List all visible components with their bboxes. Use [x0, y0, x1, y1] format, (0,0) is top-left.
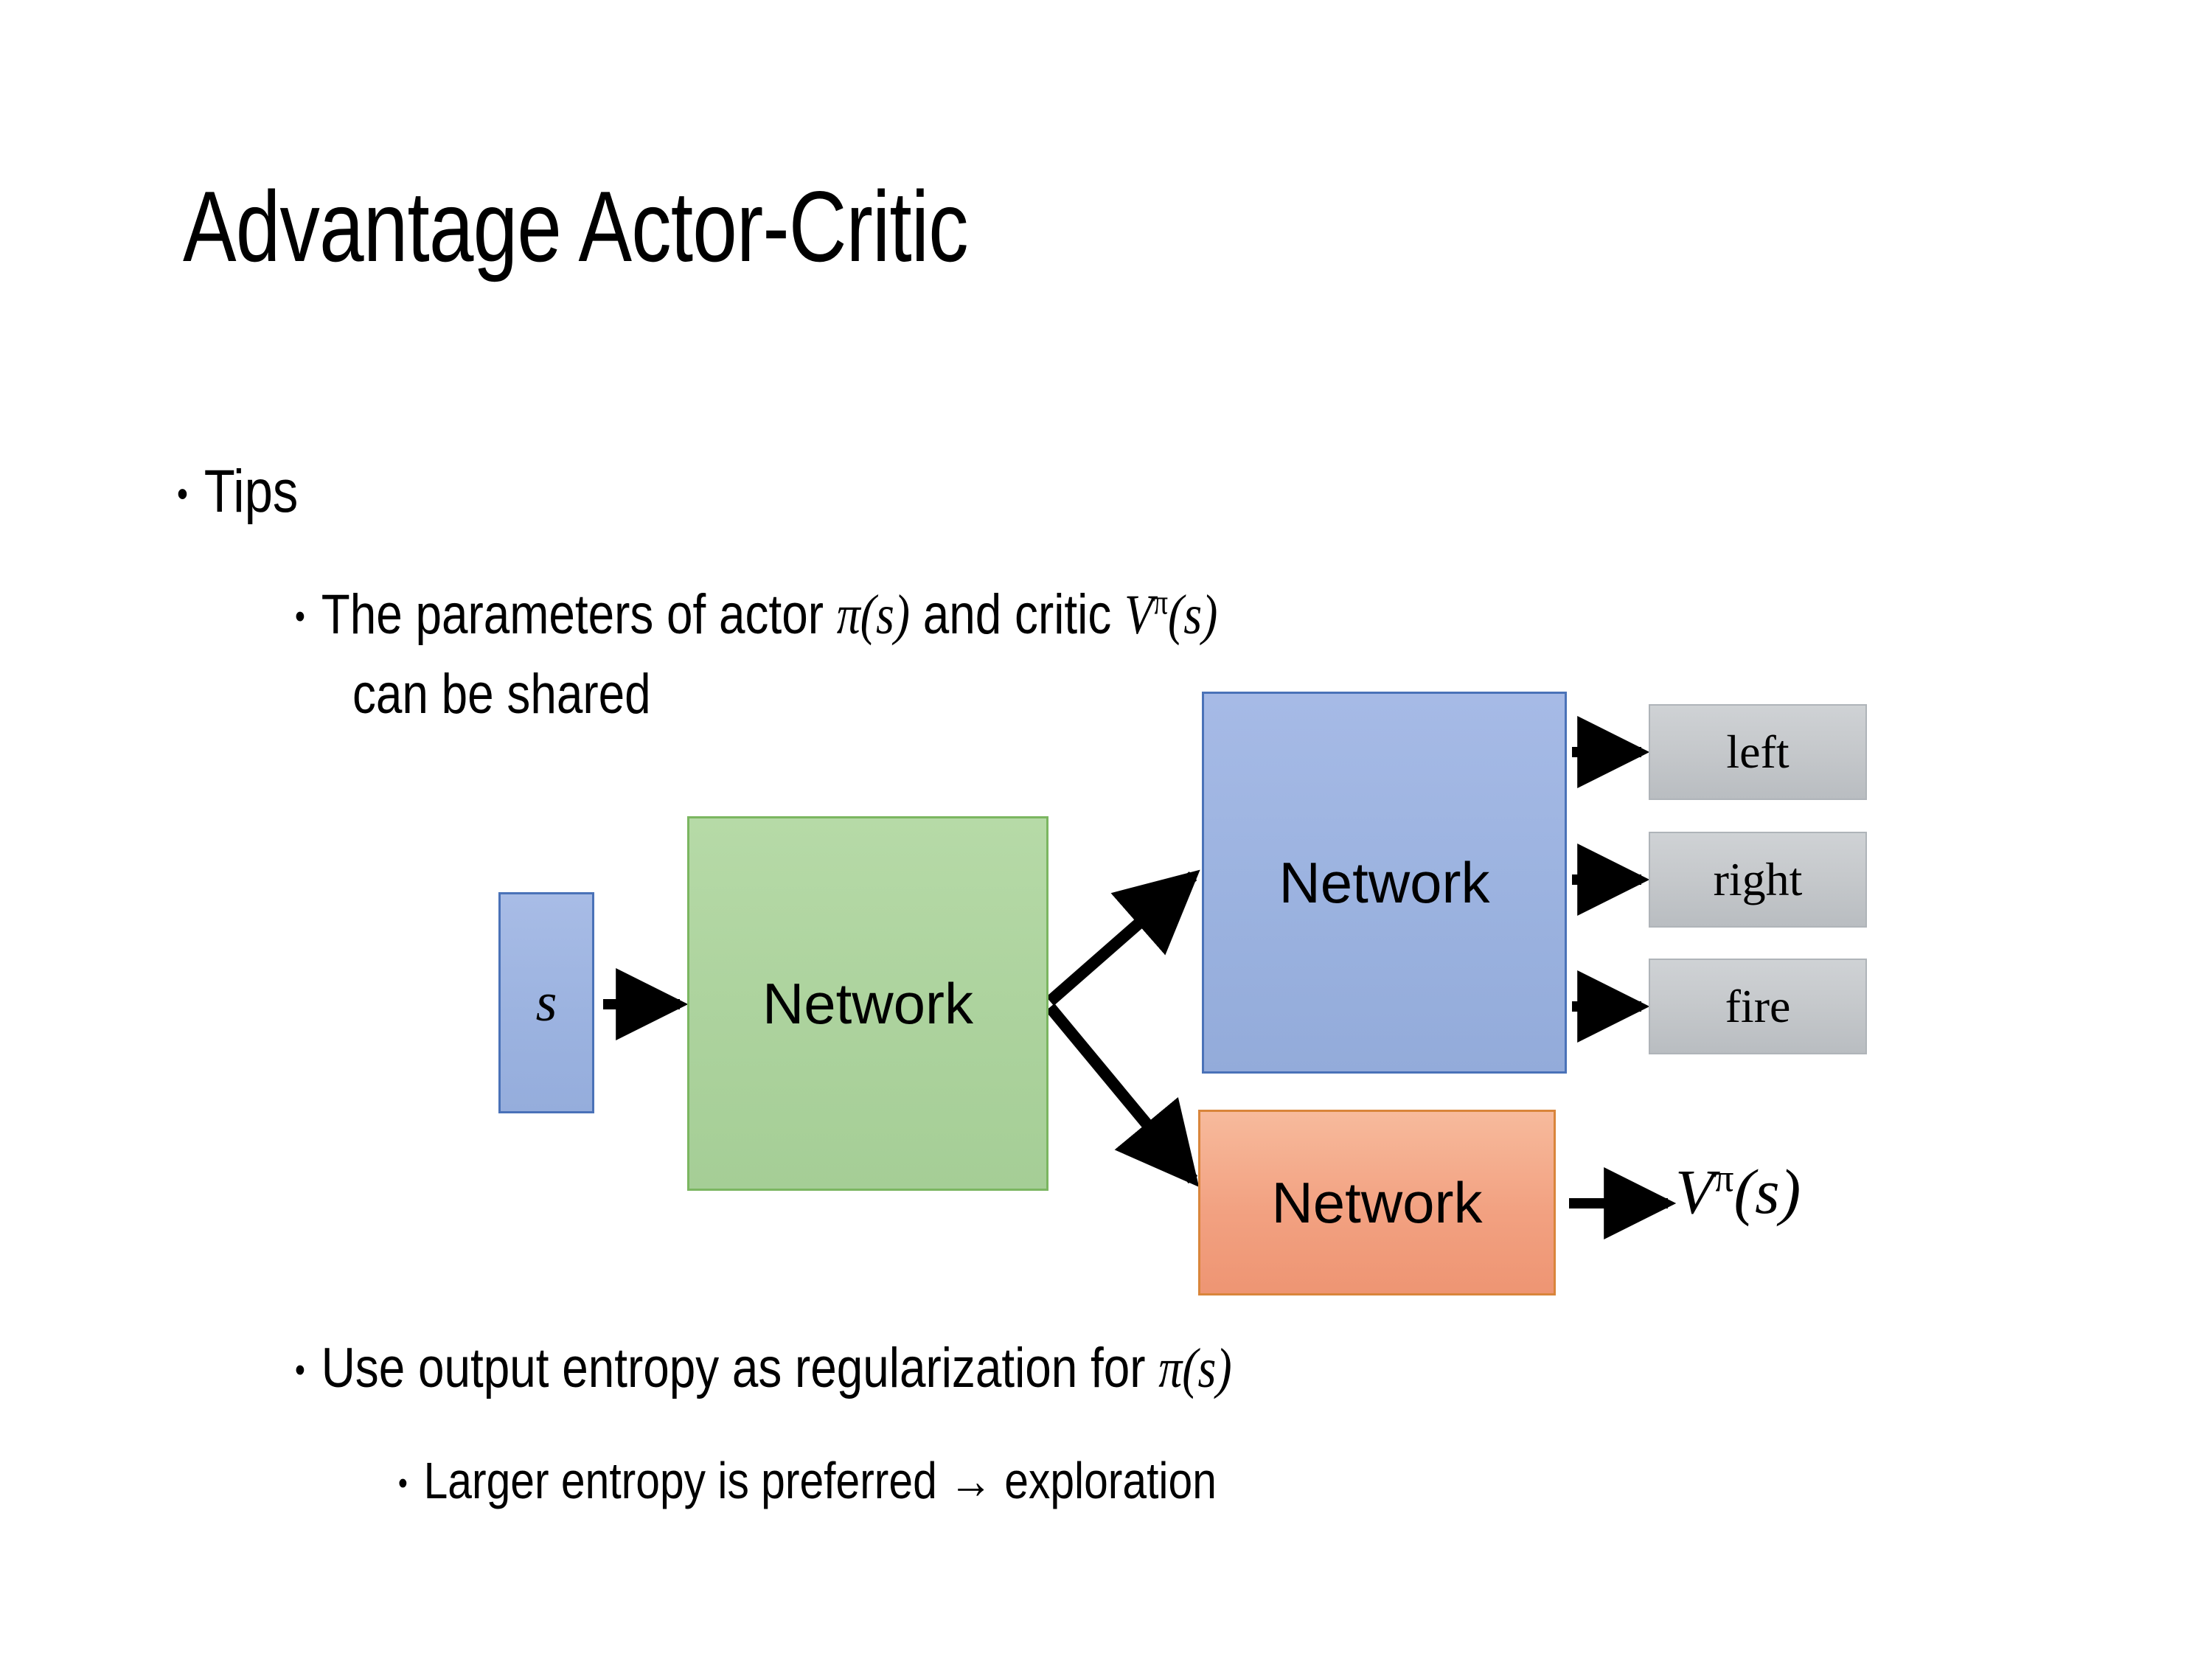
bullet-glyph-icon: •: [295, 597, 305, 636]
arrow-shared-to-actor: [1046, 869, 1200, 1006]
state-input-label: s: [535, 972, 557, 1033]
text-use-output-entropy: Use output entropy as regularization for: [321, 1337, 1159, 1399]
state-input-box[interactable]: s: [498, 892, 594, 1113]
bullet-entropy-text: Use output entropy as regularization for…: [321, 1336, 1232, 1401]
bullet-tips-label: Tips: [204, 458, 299, 525]
text-the-parameters-of-actor: The parameters of actor: [321, 583, 837, 646]
arrow-shared-to-critic: [1045, 1003, 1200, 1187]
action-output-right-label: right: [1713, 853, 1803, 905]
math-pi-argument: (s): [860, 584, 911, 646]
math-v-argument: (s): [1167, 584, 1218, 646]
math-pi-argument: (s): [1182, 1338, 1232, 1399]
math-pi-symbol: π: [1158, 1338, 1183, 1399]
bullet-glyph-icon: •: [295, 1350, 305, 1390]
bullet-shared-params-text: The parameters of actor π(s) and critic …: [321, 582, 1218, 647]
page-title: Advantage Actor-Critic: [183, 170, 969, 282]
bullet-entropy-regularization: • Use output entropy as regularization f…: [295, 1336, 1232, 1401]
bullet-glyph-icon: •: [398, 1465, 408, 1501]
bullet-glyph-icon: •: [177, 472, 188, 515]
bullet-larger-entropy-label: Larger entropy is preferred → exploratio…: [423, 1452, 1217, 1509]
bullet-shared-params-line2: can be shared: [352, 662, 651, 726]
text-and-critic: and critic: [910, 583, 1124, 646]
action-output-left[interactable]: left: [1649, 704, 1867, 800]
bullet-can-be-shared-label: can be shared: [352, 663, 651, 726]
critic-network-label: Network: [1271, 1169, 1483, 1235]
shared-network-box[interactable]: Network: [687, 816, 1048, 1191]
actor-network-label: Network: [1279, 849, 1490, 915]
bullet-shared-params-line1: • The parameters of actor π(s) and criti…: [295, 582, 1217, 647]
math-v-symbol: V: [1124, 584, 1153, 646]
bullet-tips: • Tips: [177, 457, 298, 526]
actor-network-box[interactable]: Network: [1202, 692, 1567, 1074]
shared-network-label: Network: [762, 970, 974, 1036]
action-output-left-label: left: [1726, 726, 1790, 778]
critic-network-box[interactable]: Network: [1198, 1110, 1556, 1295]
bullet-larger-entropy: • Larger entropy is preferred → explorat…: [398, 1451, 1217, 1510]
action-output-right[interactable]: right: [1649, 832, 1867, 928]
critic-value-symbol: V: [1675, 1156, 1714, 1227]
critic-value-superscript-pi: π: [1714, 1155, 1734, 1200]
critic-value-output: Vπ(s): [1675, 1155, 1801, 1228]
critic-value-argument: (s): [1733, 1156, 1801, 1227]
math-pi-symbol: π: [836, 584, 860, 646]
action-output-fire-label: fire: [1725, 980, 1791, 1032]
math-v-superscript-pi: π: [1152, 583, 1168, 622]
action-output-fire[interactable]: fire: [1649, 959, 1867, 1054]
